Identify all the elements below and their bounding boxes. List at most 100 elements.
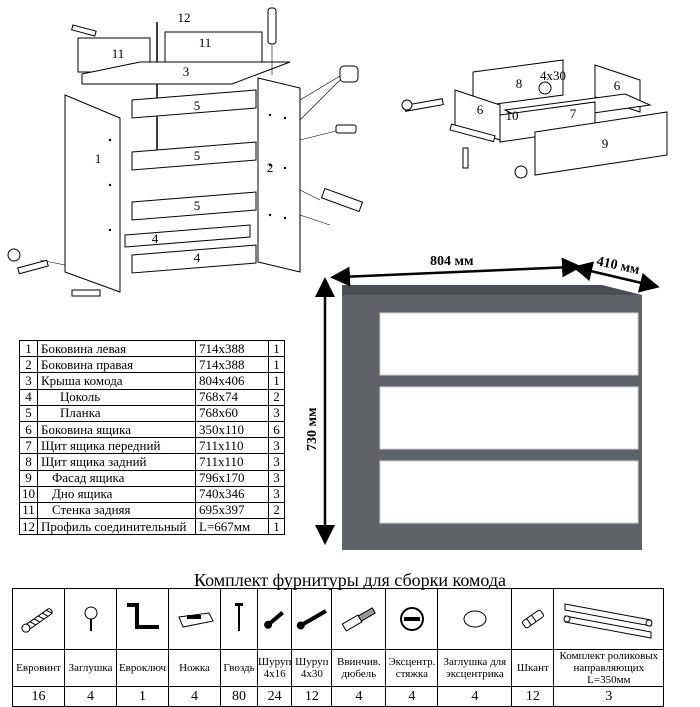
parts-cell-no: 5 <box>19 404 38 422</box>
drawer-facade <box>534 111 668 176</box>
kit-item-count: 4 <box>168 686 221 707</box>
label-part-10: 10 <box>506 108 519 123</box>
kit-item-count: 12 <box>291 686 333 707</box>
parts-cell-no: 12 <box>19 518 38 536</box>
nail-icon <box>220 588 258 650</box>
dresser-top <box>342 285 642 295</box>
kit-item-count: 12 <box>511 686 555 707</box>
kit-item-label: Шкант <box>511 649 555 687</box>
parts-cell-qty: 1 <box>268 372 285 390</box>
rail-middle <box>131 141 257 171</box>
screw-4x16-icon <box>256 588 293 650</box>
parts-cell-size: 740x346 <box>195 485 269 503</box>
label-part-5a: 5 <box>194 98 201 113</box>
kit-item-label: Евровинт <box>12 649 65 687</box>
kit-item-label: Евроключ <box>116 649 169 687</box>
hardware-kit-title: Комплект фурнитуры для сборки комода <box>193 570 506 590</box>
label-part-1: 1 <box>95 151 102 166</box>
parts-cell-qty: 3 <box>268 453 285 471</box>
kit-item-count: 4 <box>385 686 439 707</box>
label-drawer-screw-size: 4x30 <box>540 68 566 83</box>
screw-4x30-icon <box>291 588 333 650</box>
label-part-3: 3 <box>183 64 190 79</box>
kit-item-label: Ввинчив. дюбель <box>331 649 387 687</box>
parts-cell-size: 768x60 <box>195 404 269 422</box>
roller-guides-icon <box>553 588 665 650</box>
kit-item-count: 16 <box>12 686 65 707</box>
cam-lock-icon <box>385 588 439 650</box>
drawer-front-bottom <box>379 460 639 524</box>
parts-cell-size: 711x110 <box>195 437 269 455</box>
drawer-back-panel <box>472 59 564 108</box>
parts-cell-qty: 1 <box>268 518 285 536</box>
label-part-11b: 11 <box>199 35 212 50</box>
height-dimension-label: 730 мм <box>305 407 320 451</box>
parts-cell-qty: 1 <box>268 339 285 358</box>
drawer-exploded-diagram: 6 6 7 8 9 10 4x30 <box>401 59 668 179</box>
drawer-front-top <box>379 312 639 376</box>
depth-dimension-line <box>572 261 660 293</box>
kit-item-count: 4 <box>437 686 513 707</box>
kit-item-count: 80 <box>220 686 258 707</box>
parts-cell-qty: 3 <box>268 437 285 455</box>
carcass-exploded-diagram: 1 2 3 4 4 5 5 5 11 11 12 <box>7 7 364 297</box>
parts-cell-name: Крыша комода <box>37 372 196 390</box>
parts-cell-no: 2 <box>19 356 38 374</box>
label-part-8: 8 <box>516 76 523 91</box>
label-part-12: 12 <box>178 10 191 25</box>
parts-cell-no: 9 <box>19 469 38 487</box>
kit-item-label: Эксцентр. стяжка <box>385 649 439 687</box>
parts-cell-size: 768x74 <box>195 388 269 406</box>
right-side-panel <box>257 77 301 273</box>
parts-cell-name: Боковина левая <box>37 339 196 358</box>
eurokey-icon <box>116 588 169 650</box>
parts-cell-no: 10 <box>19 485 38 503</box>
label-part-11a: 11 <box>112 46 125 61</box>
parts-cell-qty: 6 <box>268 420 285 439</box>
dresser-dimension-drawing: 804 мм 410 мм 730 мм <box>305 254 660 550</box>
parts-cell-qty: 2 <box>268 501 285 520</box>
label-part-6a: 6 <box>477 102 484 117</box>
width-dimension-label: 804 мм <box>430 254 474 269</box>
parts-cell-size: L=667мм <box>195 518 269 536</box>
parts-cell-no: 3 <box>19 372 38 390</box>
parts-cell-name: Боковина ящика <box>37 420 196 439</box>
parts-cell-name: Дно ящика <box>37 485 196 503</box>
parts-cell-no: 6 <box>19 420 38 439</box>
kit-item-count: 4 <box>64 686 117 707</box>
wood-dowel-icon <box>511 588 555 650</box>
parts-cell-name: Профиль соединительный <box>37 518 196 536</box>
label-part-9: 9 <box>602 136 609 151</box>
parts-cell-name: Щит ящика передний <box>37 437 196 455</box>
label-part-6b: 6 <box>614 78 621 93</box>
parts-cell-qty: 1 <box>268 356 285 374</box>
parts-cell-no: 11 <box>19 501 38 520</box>
parts-cell-no: 8 <box>19 453 38 471</box>
dowel-icon <box>331 588 387 650</box>
top-panel <box>81 61 291 85</box>
plug-icon <box>64 588 117 650</box>
parts-cell-name: Фасад ящика <box>37 469 196 487</box>
label-part-5c: 5 <box>194 198 201 213</box>
kit-item-count: 1 <box>116 686 169 707</box>
left-side-panel <box>64 94 121 293</box>
plinth-front <box>131 244 257 274</box>
kit-item-label: Шуруп 4х30 <box>291 649 333 687</box>
parts-cell-name: Щит ящика задний <box>37 453 196 471</box>
plinth-back <box>124 224 251 248</box>
rail-bottom <box>131 191 257 221</box>
parts-cell-name: Цоколь <box>37 388 196 406</box>
cam-cap-icon <box>437 588 513 650</box>
parts-cell-no: 7 <box>19 437 38 455</box>
